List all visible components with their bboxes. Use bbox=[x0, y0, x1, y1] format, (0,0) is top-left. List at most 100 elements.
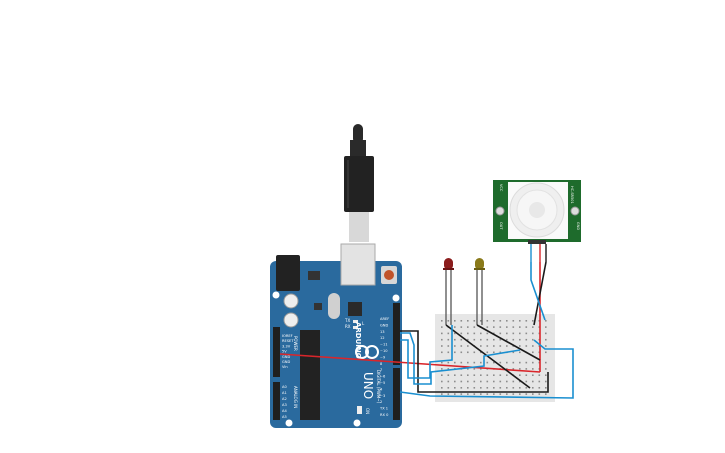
breadboard-hole bbox=[480, 368, 482, 370]
digital-pin-label: ~11 bbox=[380, 343, 388, 347]
breadboard-hole bbox=[467, 361, 469, 364]
breadboard-hole bbox=[460, 380, 463, 383]
digital-pin-label: AREF bbox=[380, 317, 389, 321]
breadboard-hole bbox=[441, 387, 443, 389]
breadboard-hole bbox=[493, 332, 495, 335]
breadboard-hole bbox=[480, 332, 482, 335]
breadboard-hole bbox=[506, 380, 508, 383]
breadboard-hole bbox=[486, 332, 489, 335]
pir-label-model: HC-SR501 bbox=[570, 186, 574, 204]
breadboard-hole bbox=[525, 345, 528, 347]
power-pin-label: Vin bbox=[282, 365, 288, 369]
digital-pin-label: 13 bbox=[380, 330, 385, 334]
breadboard-hole bbox=[519, 387, 521, 389]
analog-header bbox=[273, 382, 280, 420]
breadboard-hole bbox=[519, 345, 521, 347]
wire-signal-red bbox=[400, 325, 453, 379]
breadboard-hole bbox=[499, 332, 502, 335]
breadboard-hole bbox=[545, 368, 547, 370]
breadboard-hole bbox=[499, 320, 502, 322]
breadboard-hole bbox=[525, 368, 528, 370]
breadboard-hole bbox=[532, 320, 534, 322]
digital-pin-label: 4 bbox=[380, 387, 383, 391]
breadboard-hole bbox=[499, 380, 502, 383]
breadboard-hole bbox=[480, 345, 482, 347]
breadboard-hole bbox=[486, 393, 489, 395]
breadboard-hole bbox=[441, 374, 443, 376]
breadboard-hole bbox=[486, 380, 489, 383]
pir-sensor: HC-SR501 VCC OUT GND bbox=[493, 180, 581, 244]
pir-label-out: OUT bbox=[499, 222, 503, 230]
breadboard-hole bbox=[519, 326, 521, 328]
breadboard-hole bbox=[493, 393, 495, 395]
breadboard-hole bbox=[473, 338, 476, 341]
analog-pin-label: A2 bbox=[282, 397, 287, 401]
breadboard-hole bbox=[512, 320, 515, 322]
power-pin-label: IOREF bbox=[282, 334, 293, 338]
red-led[interactable] bbox=[443, 258, 454, 325]
digital-pin-label: TX 1 bbox=[379, 407, 388, 411]
pir-pins bbox=[528, 240, 546, 244]
breadboard-hole bbox=[506, 361, 508, 364]
breadboard-hole bbox=[460, 326, 463, 328]
breadboard-hole bbox=[512, 393, 515, 395]
breadboard-hole bbox=[538, 374, 541, 376]
digital-pin-label: 7 bbox=[380, 368, 382, 372]
breadboard-hole bbox=[447, 345, 450, 347]
digital-section-label: DIGITAL (PWM~) bbox=[376, 370, 381, 404]
breadboard-hole bbox=[467, 320, 469, 322]
breadboard-hole bbox=[545, 345, 547, 347]
digital-pin-label: ~3 bbox=[380, 394, 385, 398]
yellow-led[interactable] bbox=[474, 258, 485, 325]
breadboard-hole bbox=[441, 351, 443, 354]
breadboard-hole bbox=[538, 387, 541, 389]
breadboard-hole bbox=[454, 338, 456, 341]
breadboard-hole bbox=[480, 320, 482, 322]
breadboard-hole bbox=[467, 368, 469, 370]
wires bbox=[279, 261, 574, 399]
breadboard-hole bbox=[473, 393, 476, 395]
breadboard-hole bbox=[493, 326, 495, 328]
breadboard-hole bbox=[499, 393, 502, 395]
power-header bbox=[273, 327, 280, 377]
breadboard-hole bbox=[532, 374, 534, 376]
breadboard-hole bbox=[480, 380, 482, 383]
breadboard-hole bbox=[545, 338, 547, 341]
breadboard-hole bbox=[454, 326, 456, 328]
wire-gnd bbox=[400, 330, 549, 393]
breadboard-hole bbox=[525, 338, 528, 341]
breadboard-hole bbox=[467, 351, 469, 354]
breadboard-hole bbox=[486, 387, 489, 389]
breadboard-hole bbox=[525, 387, 528, 389]
breadboard-hole bbox=[499, 351, 502, 354]
breadboard-hole bbox=[545, 374, 547, 376]
analog-pin-label: A3 bbox=[282, 403, 287, 407]
breadboard-hole bbox=[512, 338, 515, 341]
power-pin-label: GND bbox=[282, 355, 290, 359]
breadboard-hole bbox=[447, 332, 450, 335]
breadboard-hole bbox=[486, 338, 489, 341]
arduino-logo bbox=[355, 345, 379, 359]
breadboard-hole bbox=[460, 338, 463, 341]
breadboard-hole bbox=[512, 332, 515, 335]
breadboard-hole bbox=[538, 393, 541, 395]
power-section-label: POWER bbox=[293, 336, 298, 351]
breadboard-hole bbox=[441, 361, 443, 364]
breadboard-hole bbox=[506, 387, 508, 389]
breadboard-hole bbox=[512, 361, 515, 364]
breadboard-hole bbox=[545, 387, 547, 389]
wire-5v bbox=[279, 353, 541, 373]
breadboard-hole bbox=[454, 345, 456, 347]
breadboard-hole bbox=[486, 351, 489, 354]
breadboard-hole bbox=[506, 320, 508, 322]
breadboard-hole bbox=[506, 326, 508, 328]
breadboard-hole bbox=[512, 326, 515, 328]
power-pin-label: GND bbox=[282, 360, 290, 364]
breadboard-hole bbox=[454, 332, 456, 335]
breadboard-hole bbox=[460, 387, 463, 389]
breadboard-hole bbox=[454, 393, 456, 395]
breadboard-hole bbox=[486, 361, 489, 364]
breadboard-hole bbox=[499, 387, 502, 389]
